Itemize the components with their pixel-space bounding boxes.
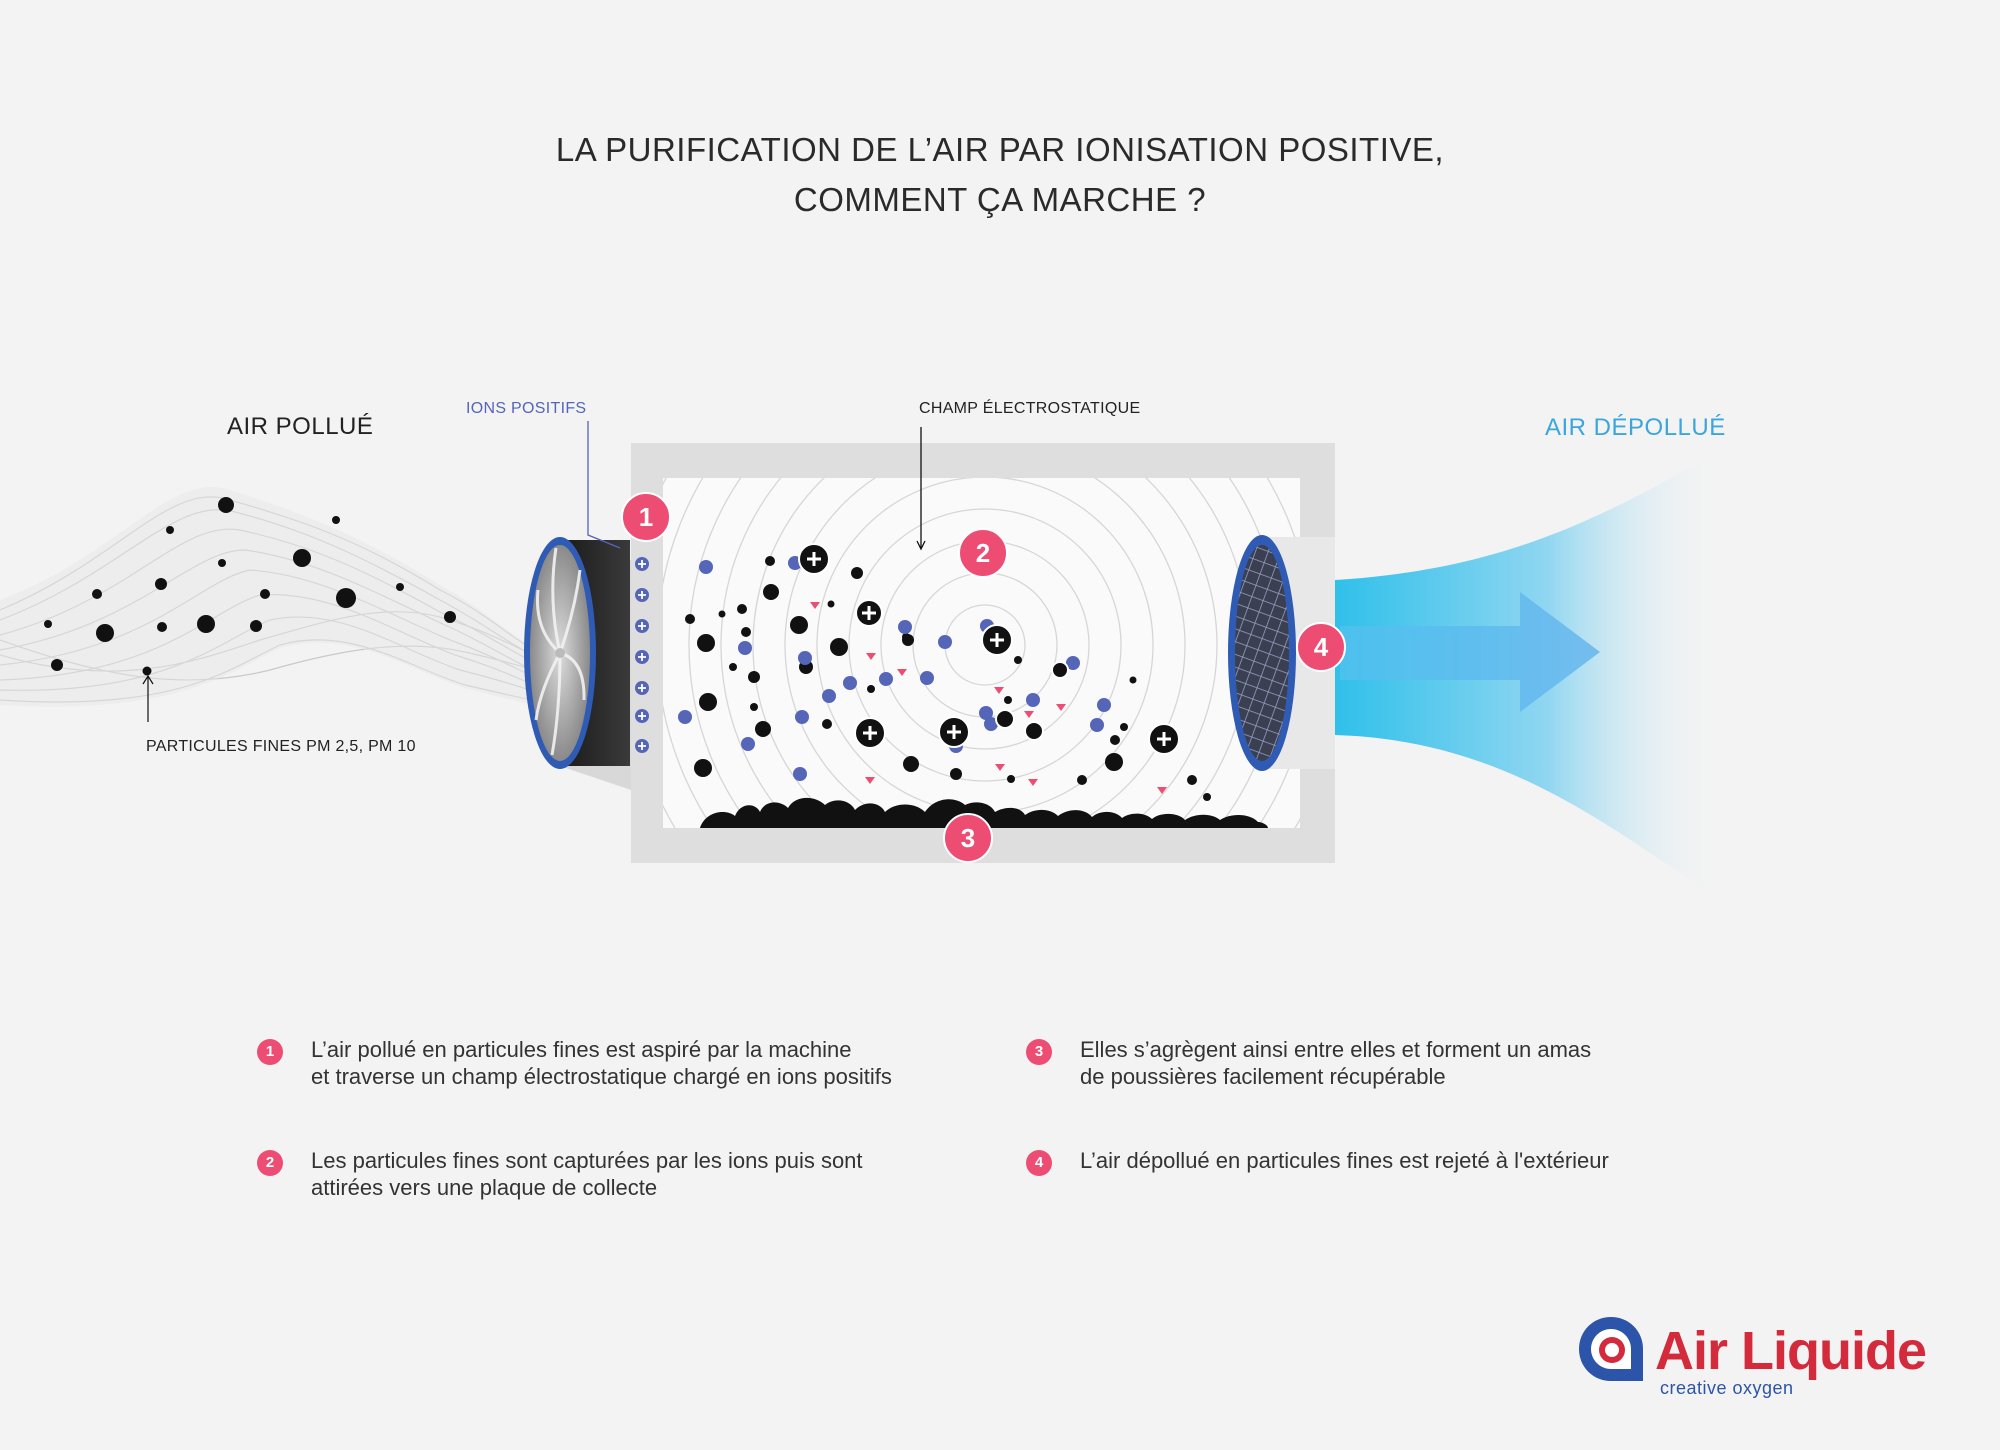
legend-badge-2: 2 [257,1150,283,1176]
diagram-marker-2: 2 [975,538,991,568]
charged-particles [798,543,1180,755]
diagram-step-markers [621,492,1346,863]
diagram-marker-3: 3 [960,823,976,853]
label-air-depollue: AIR DÉPOLLUÉ [1545,414,1726,441]
air-liquide-logo-icon [1579,1317,1643,1381]
attraction-arrows [813,580,1164,788]
legend-text-2-line-2: attirées vers une plaque de collecte [311,1175,658,1200]
dust-heap [700,797,1268,828]
filter-mesh-icon [1235,545,1289,761]
legend-text-4-line-1: L’air dépollué en particules fines est r… [1080,1148,1609,1173]
legend-badge-3: 3 [1026,1039,1052,1065]
legend-badge-1: 1 [257,1039,283,1065]
clean-air-arrow-icon [1340,592,1600,712]
label-champ-electrostatique: CHAMP ÉLECTROSTATIQUE [919,400,1141,417]
diagram-marker-4: 4 [1313,632,1329,662]
legend-text-3-line-2: de poussières facilement récupérable [1080,1064,1446,1089]
legend-badge-4: 4 [1026,1150,1052,1176]
fan-blades [534,547,586,756]
polluted-air-shade [0,487,560,710]
particles-pointer-arrowhead [142,674,154,685]
positive-ions-column [635,557,649,753]
legend-text-1-line-2: et traverse un champ électrostatique cha… [311,1064,892,1089]
logo-wordmark: Air Liquide [1655,1321,1927,1381]
legend-text-2: Les particules fines sont capturées par … [311,1147,863,1201]
legend-text-1-line-1: L’air pollué en particules fines est asp… [311,1037,852,1062]
title-line-2: COMMENT ÇA MARCHE ? [793,181,1207,218]
label-air-pollue: AIR POLLUÉ [227,413,374,440]
chamber-ions [678,556,1111,781]
legend-text-4: L’air dépollué en particules fines est r… [1080,1147,1609,1174]
attraction-arrowheads [810,602,1167,794]
label-particules-fines: PARTICULES FINES PM 2,5, PM 10 [146,738,416,755]
label-ions-positifs: IONS POSITIFS [466,400,587,417]
page-title: LA PURIFICATION DE L’AIR PAR IONISATION … [0,125,2000,225]
airborne-particles [44,497,456,676]
legend-text-1: L’air pollué en particules fines est asp… [311,1036,892,1090]
field-pointer-arrowhead [916,540,926,551]
legend-text-3: Elles s’agrègent ainsi entre elles et fo… [1080,1036,1591,1090]
diagram-marker-1: 1 [638,502,654,532]
chamber-particles [685,556,1211,801]
polluted-air-ribbon [0,496,561,707]
fan-hub [555,648,565,658]
legend-text-3-line-1: Elles s’agrègent ainsi entre elles et fo… [1080,1037,1592,1062]
logo-tagline: creative oxygen [1660,1378,1794,1398]
ions-pointer-line [587,421,621,549]
legend-text-2-line-1: Les particules fines sont capturées par … [311,1148,863,1173]
title-line-1: LA PURIFICATION DE L’AIR PAR IONISATION … [555,131,1445,168]
